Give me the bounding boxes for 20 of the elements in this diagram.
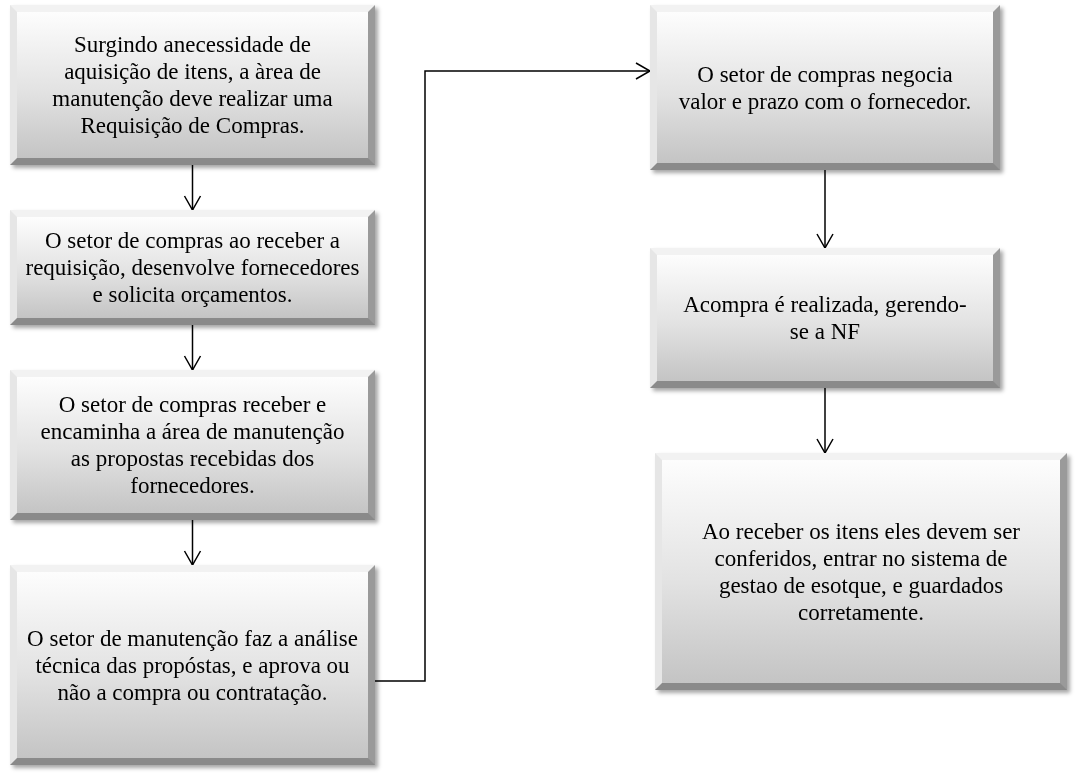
box-text: O setor de compras receber e encaminha a área de manutenção as propostas recebidas dos fornecedores. [39,391,346,499]
process-box [10,565,375,765]
process-box [10,370,375,520]
box-text: O setor de compras negocia valor e prazo com o fornecedor. [677,60,973,115]
arrow [183,324,202,371]
process-box [650,5,1000,170]
box-text: O setor de compras ao receber a requisição, desenvolve fornecedores e solicita orçamentos. [24,227,361,308]
arrow [183,519,202,566]
process-box [655,453,1067,690]
arrow [374,62,651,682]
process-box [10,5,375,165]
arrow [816,387,834,454]
box-text: O setor de manutenção faz a análise técnica das propóstas, e aprova ou não a compra ou contratação. [26,624,359,706]
process-box [650,248,1000,388]
arrow [183,164,202,211]
box-text: Surgindo anecessidade de aquisição de itens, a àrea de manutenção deve realizar uma Requisição de Compras. [51,31,334,139]
process-box [10,210,375,325]
arrow [816,169,834,249]
box-text: Ao receber os itens eles devem ser conferidos, entrar no sistema de gestao de esotque, e guardados corretamente. [700,517,1021,626]
box-text: Acompra é realizada, gerendo-se a NF [682,291,968,345]
